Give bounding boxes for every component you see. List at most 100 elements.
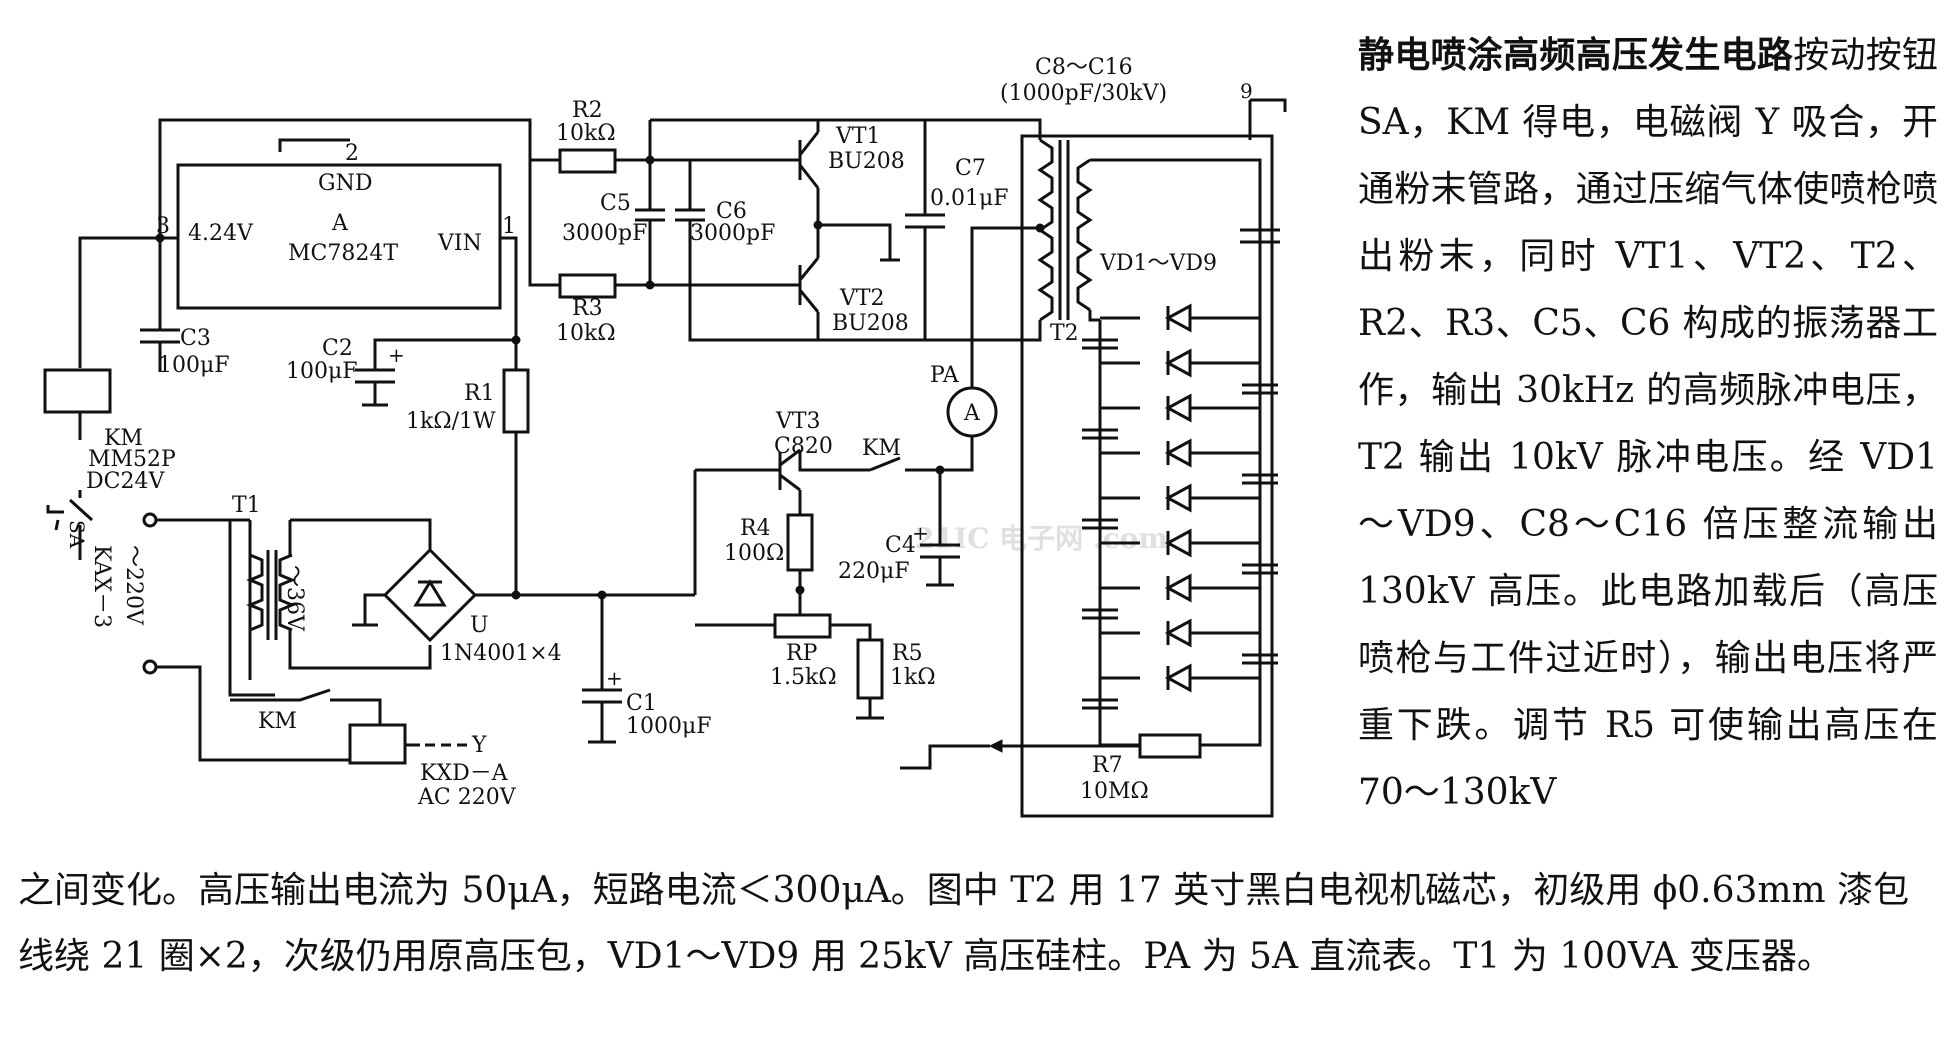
vt2-label: VT2 (839, 286, 885, 311)
pin9-label: 9 (1240, 79, 1253, 103)
r4-value: 100Ω (724, 541, 784, 566)
pin2-label: 2 (345, 141, 359, 166)
vd-label: VD1～VD9 (1099, 251, 1217, 276)
c3-label: C3 (180, 326, 211, 351)
rp-value: 1.5kΩ (770, 665, 837, 690)
r7-resistor (1138, 733, 1202, 759)
diode-vd8 (1100, 618, 1260, 648)
km-contact-label: KM (258, 709, 297, 734)
km-part-label: MM52P (88, 447, 176, 472)
c3-value: 100μF (158, 353, 230, 378)
t2-label: T2 (1050, 321, 1079, 346)
diode-vd3 (1100, 393, 1260, 423)
c2-value: 100μF (286, 359, 358, 384)
r2-value: 10kΩ (556, 121, 616, 146)
r7-label: R7 (1092, 753, 1123, 778)
solenoid-valve-y (348, 723, 407, 765)
r3-value: 10kΩ (556, 321, 616, 346)
diode-vd9 (1100, 663, 1260, 693)
watermark: 21IC 电子网 .com (915, 522, 1168, 555)
capacitor-c14 (1082, 608, 1118, 620)
capacitor-c12 (1082, 518, 1118, 530)
capacitor-c16 (1082, 698, 1118, 710)
c8c16-label: C8～C16 (1035, 55, 1133, 80)
vt1-part: BU208 (828, 149, 905, 174)
capacitor-c13 (1242, 563, 1278, 575)
c4-label: C4 (885, 533, 916, 558)
diode-vd4 (1100, 438, 1260, 468)
ac220-label: ～220V (121, 545, 146, 626)
c7-value: 0.01μF (930, 186, 1009, 211)
r2-resistor (558, 148, 617, 174)
diode-vd7 (1100, 573, 1260, 603)
description-side-body: 按动按钮 SA，KM 得电，电磁阀 Y 吸合，开通粉末管路，通过压缩气体使喷枪喷… (1358, 35, 1938, 813)
vt2-part: BU208 (832, 311, 909, 336)
vt3-label: VT3 (775, 409, 821, 434)
r7-value: 10MΩ (1080, 779, 1149, 804)
c1-value: 1000μF (626, 714, 712, 739)
vt3-part: C820 (774, 434, 833, 459)
km-voltage-label: DC24V (86, 469, 165, 494)
c6-value: 3000pF (690, 221, 775, 246)
ic-ref-label: A (331, 211, 349, 236)
capacitor-c9 (1242, 383, 1278, 395)
c8c16-value: (1000pF/30kV) (1000, 81, 1167, 106)
diode-vd1 (1100, 303, 1260, 333)
v36-label: ～36V (282, 565, 307, 632)
c1-label: C1 (626, 691, 657, 716)
pin1-label: 1 (502, 214, 516, 239)
c2-plus: + (388, 343, 405, 367)
sa-label: SA (65, 520, 89, 549)
c5-label: C5 (600, 191, 631, 216)
capacitor-c11 (1242, 473, 1278, 485)
c5-value: 3000pF (562, 221, 647, 246)
kxd-label: KXD－A (420, 761, 509, 786)
r4-resistor (786, 513, 814, 572)
relay-coil-km (43, 368, 112, 414)
bridge-rectifier-u (382, 547, 478, 643)
u-label: U (470, 613, 489, 638)
vin-label: VIN (437, 231, 482, 256)
rp-potentiometer (773, 613, 832, 639)
pa-label: PA (930, 363, 960, 388)
diode-vd6 (1100, 528, 1260, 558)
c2-label: C2 (322, 336, 353, 361)
km-label: KM (104, 426, 143, 451)
capacitor-c8 (1082, 338, 1118, 350)
r1-value: 1kΩ/1W (406, 409, 496, 434)
circuit-schematic: 21IC 电子网 .com 2 GND 3 4.24V A MC7824T VI… (43, 55, 1287, 818)
c6-label: C6 (716, 199, 747, 224)
diode-vd5 (1100, 483, 1260, 513)
r5-label: R5 (892, 641, 923, 666)
r5-value: 1kΩ (890, 665, 936, 690)
circuit-title: 静电喷涂高频高压发生电路 (1358, 34, 1794, 76)
t1-label: T1 (232, 493, 261, 518)
capacitor-c10 (1082, 428, 1118, 440)
description-bottom-text: 之间变化。高压输出电流为 50μA，短路电流＜300μA。图中 T2 用 17 … (18, 870, 1910, 977)
c4-plus: + (912, 521, 929, 545)
ic-part-label: MC7824T (288, 241, 398, 266)
c1-plus: + (606, 666, 623, 690)
meter-symbol: A (963, 401, 981, 426)
capacitor-c15 (1242, 653, 1278, 665)
output-voltage-label: 4.24V (188, 221, 254, 246)
rp-label: RP (786, 641, 818, 666)
c7-label: C7 (955, 156, 986, 181)
km-contact2-label: KM (862, 436, 901, 461)
r4-label: R4 (740, 516, 771, 541)
kax-label: KAX－3 (89, 545, 114, 628)
gnd-label: GND (318, 171, 372, 196)
r2-label: R2 (572, 98, 603, 123)
description-side-text: 静电喷涂高频高压发生电路按动按钮 SA，KM 得电，电磁阀 Y 吸合，开通粉末管… (1358, 22, 1938, 826)
vt1-label: VT1 (835, 124, 881, 149)
r1-resistor (502, 368, 530, 434)
c4-value: 220μF (838, 559, 910, 584)
r5-resistor (856, 638, 884, 700)
diode-vd2 (1100, 348, 1260, 378)
r1-label: R1 (464, 381, 495, 406)
u-part-label: 1N4001×4 (440, 641, 562, 666)
r3-label: R3 (572, 296, 603, 321)
kxd-value: AC 220V (417, 785, 517, 810)
r3-resistor (558, 273, 617, 299)
y-label: Y (471, 733, 487, 758)
